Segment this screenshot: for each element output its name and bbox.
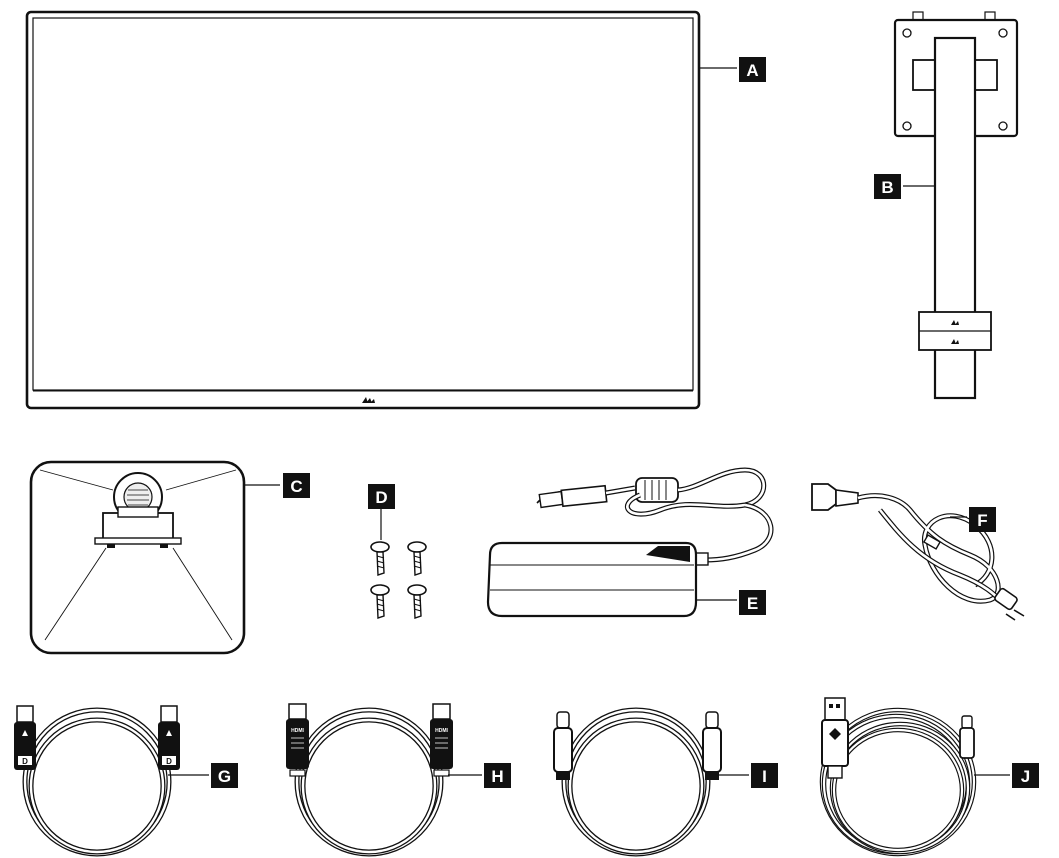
label-b: B xyxy=(874,174,901,199)
power-adapter xyxy=(486,467,774,618)
svg-text:F: F xyxy=(977,511,987,530)
svg-text:C: C xyxy=(290,477,302,496)
displayport-cable: D D xyxy=(14,705,180,857)
svg-text:D: D xyxy=(375,488,387,507)
label-j: J xyxy=(1012,763,1039,788)
svg-text:HDMI: HDMI xyxy=(435,728,448,734)
label-f: F xyxy=(969,507,996,532)
svg-text:I: I xyxy=(762,767,767,786)
stand-base xyxy=(29,460,246,655)
usb-c-cable xyxy=(553,707,722,857)
label-d: D xyxy=(368,484,395,509)
hdmi-cable: HDMI HDMI xyxy=(286,703,453,857)
label-i: I xyxy=(751,763,778,788)
svg-text:E: E xyxy=(747,594,758,613)
svg-text:G: G xyxy=(218,767,231,786)
svg-text:J: J xyxy=(1021,767,1030,786)
label-g: G xyxy=(211,763,238,788)
svg-text:D: D xyxy=(166,757,172,766)
svg-text:H: H xyxy=(491,767,503,786)
stand-neck xyxy=(893,11,1019,400)
svg-text:A: A xyxy=(746,61,758,80)
svg-text:B: B xyxy=(881,178,893,197)
label-a: A xyxy=(739,57,766,82)
usb-a-to-c-cable xyxy=(819,697,977,857)
monitor-panel xyxy=(25,10,701,410)
svg-text:D: D xyxy=(22,757,28,766)
screws-set xyxy=(370,541,427,619)
corsair-logo-icon xyxy=(362,397,375,403)
power-cord xyxy=(811,483,1025,621)
label-e: E xyxy=(739,590,766,615)
svg-text:HDMI: HDMI xyxy=(291,728,304,734)
label-h: H xyxy=(484,763,511,788)
label-c: C xyxy=(283,473,310,498)
